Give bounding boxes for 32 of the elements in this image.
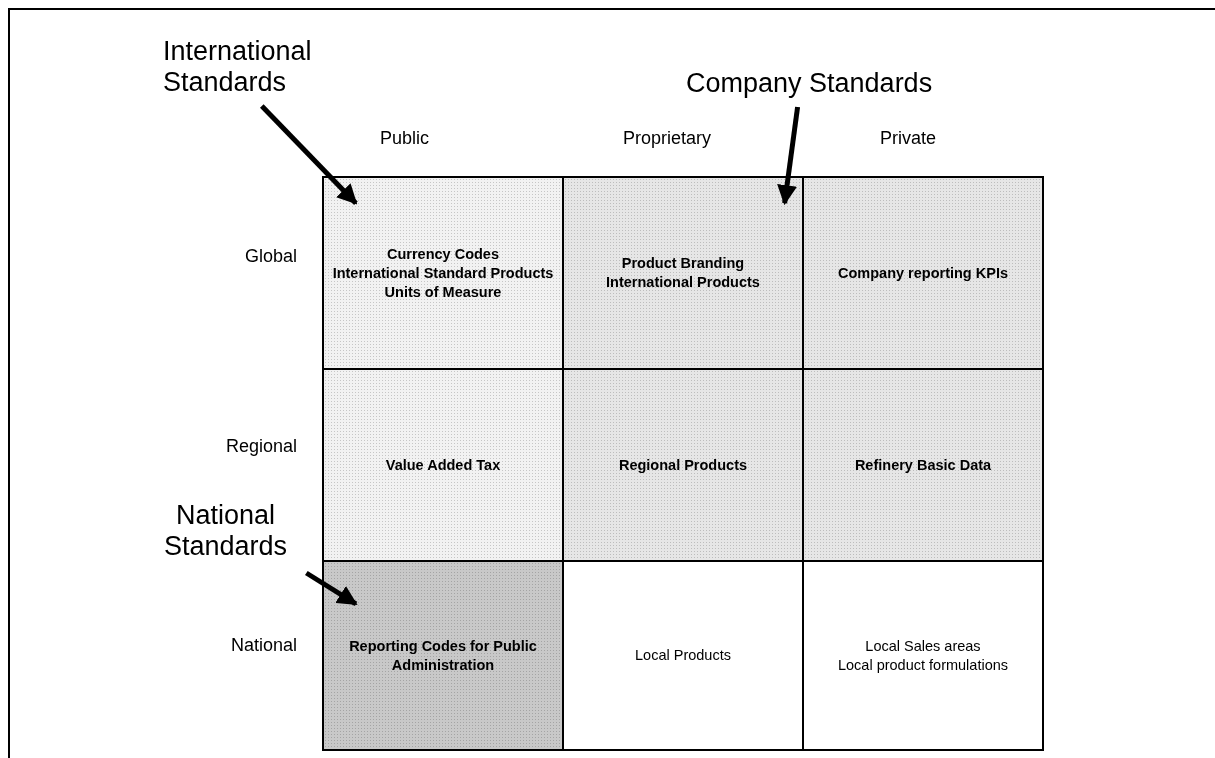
matrix-cell	[562, 368, 804, 562]
cell-text: Currency Codes	[387, 244, 499, 264]
matrix-cell	[802, 368, 1044, 562]
matrix-cell	[802, 560, 1044, 751]
arrow	[777, 106, 801, 206]
column-header: Public	[380, 128, 430, 149]
callout-text: Company Standards	[686, 68, 996, 99]
cell-text: Local product formulations	[837, 655, 1009, 675]
matrix-cell	[322, 560, 564, 751]
row-header: National	[230, 635, 297, 656]
cell-text: Refinery Basic Data	[854, 455, 992, 475]
callout-text: National Standards	[143, 500, 308, 574]
row-header: Global	[244, 246, 297, 267]
matrix-cell	[802, 176, 1044, 370]
column-header: Proprietary	[623, 128, 712, 149]
cell-text: Regional Products	[618, 455, 748, 475]
cell-text: Company reporting KPIs	[838, 263, 1008, 283]
arrow	[260, 104, 358, 205]
cell-text: International Standard Products	[332, 263, 554, 283]
matrix-cell	[322, 368, 564, 562]
cell-text: International Products	[606, 273, 760, 292]
cell-text: Local Sales areas	[865, 636, 981, 656]
callout-text: International Standards	[163, 36, 353, 98]
row-header: Regional	[225, 436, 297, 457]
cell-text: Reporting Codes for Public Administration	[348, 636, 538, 675]
matrix-cell	[562, 176, 804, 370]
cell-text: Local Products	[635, 646, 731, 665]
matrix-cell	[322, 176, 564, 370]
cell-text: Value Added Tax	[385, 455, 501, 475]
cell-text: Units of Measure	[384, 282, 502, 302]
column-header: Private	[880, 128, 937, 149]
cell-text: Product Branding	[621, 254, 745, 273]
